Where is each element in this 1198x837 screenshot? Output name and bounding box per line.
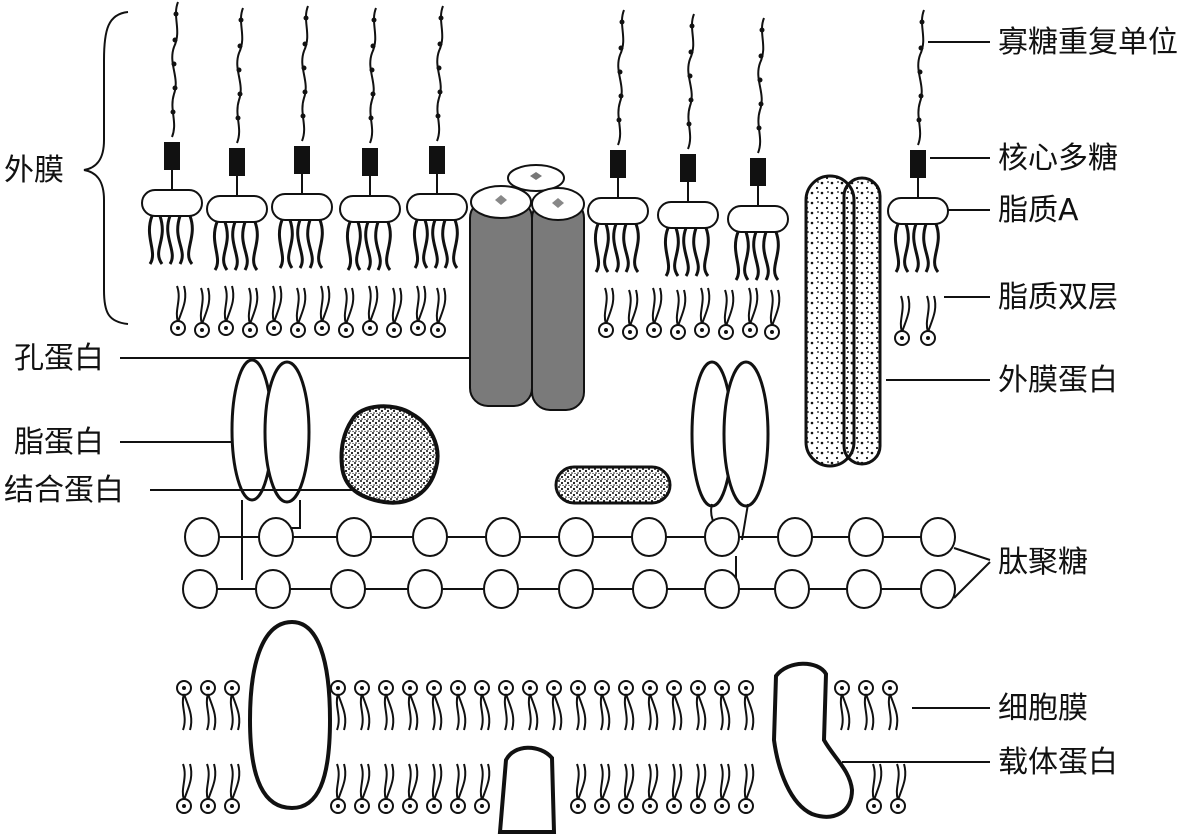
outer-membrane-protein — [804, 174, 882, 468]
lps-molecule — [270, 4, 334, 270]
label-lipoprotein: 脂蛋白 — [14, 425, 104, 460]
label-outer-membrane: 外膜 — [4, 153, 64, 188]
label-core-polysaccharide: 核心多糖 — [998, 141, 1118, 176]
label-cell-membrane: 细胞膜 — [998, 691, 1088, 726]
label-lipid-bilayer: 脂质双层 — [998, 280, 1118, 315]
lps-molecule — [656, 12, 720, 278]
carrier-protein — [771, 661, 855, 819]
porin-trimer — [469, 164, 585, 411]
periplasmic-protein — [554, 465, 672, 505]
lps-molecule — [140, 0, 204, 266]
lps-molecule — [405, 4, 469, 270]
label-binding-protein: 结合蛋白 — [4, 473, 124, 508]
label-outer-membrane-protein: 外膜蛋白 — [998, 363, 1118, 398]
lps-molecule — [726, 16, 790, 282]
label-lipid-a: 脂质A — [998, 193, 1079, 228]
leader-lines — [120, 41, 991, 763]
transmembrane-protein — [247, 619, 333, 811]
label-carrier-protein: 载体蛋白 — [998, 745, 1118, 780]
label-oligosaccharide-repeat: 寡糖重复单位 — [998, 25, 1178, 60]
lps-molecule — [886, 8, 950, 274]
peripheral-membrane-protein — [497, 745, 557, 834]
label-peptidoglycan: 肽聚糖 — [998, 545, 1088, 580]
binding-protein-blob — [339, 404, 440, 505]
lps-molecule — [205, 6, 269, 272]
lps-molecule — [338, 6, 402, 272]
lipoprotein-left — [230, 358, 311, 580]
outer-membrane-brace — [83, 11, 129, 325]
lipoprotein-right — [690, 360, 770, 587]
lps-molecule — [586, 8, 650, 274]
label-porin: 孔蛋白 — [14, 341, 104, 376]
peptidoglycan-layer — [182, 517, 956, 609]
